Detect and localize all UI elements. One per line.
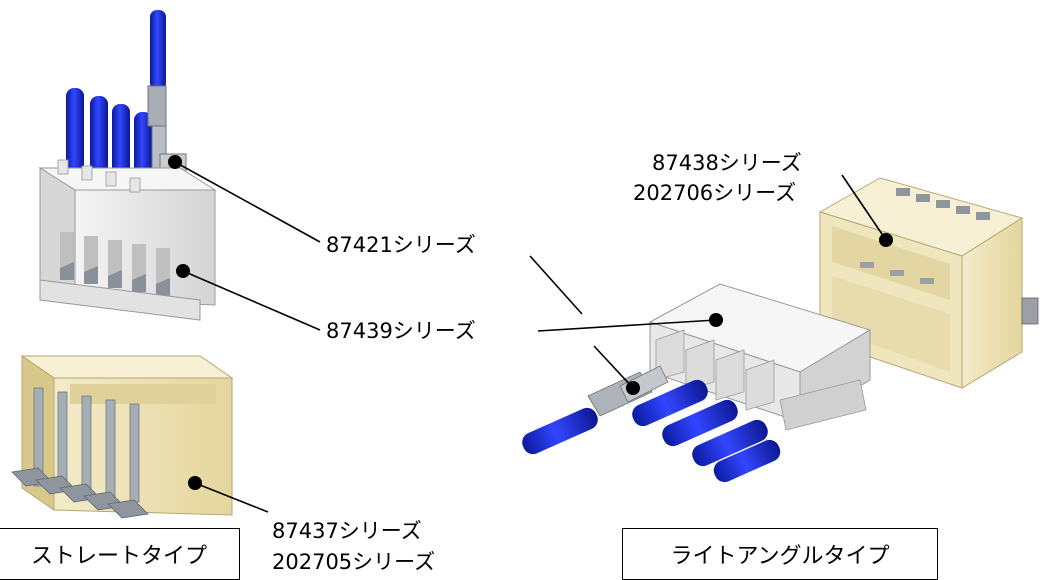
leader-dots — [168, 155, 893, 490]
label-202706: 202706シリーズ — [633, 181, 797, 205]
type-box-straight: ストレートタイプ — [0, 528, 240, 580]
leader-lines — [174, 161, 887, 513]
receptacle-housing-right-angle — [522, 283, 872, 483]
label-87437: 87437シリーズ — [272, 519, 422, 543]
label-87439: 87439シリーズ — [326, 319, 476, 343]
label-87438: 87438シリーズ — [652, 151, 802, 175]
label-202705: 202705シリーズ — [272, 550, 436, 574]
header-straight — [11, 355, 234, 519]
header-right-angle — [818, 177, 1039, 389]
type-right-angle-label: ライトアングルタイプ — [670, 544, 890, 569]
type-straight-label: ストレートタイプ — [30, 544, 207, 569]
label-87421: 87421シリーズ — [326, 233, 476, 257]
type-box-right-angle: ライトアングルタイプ — [622, 528, 938, 580]
